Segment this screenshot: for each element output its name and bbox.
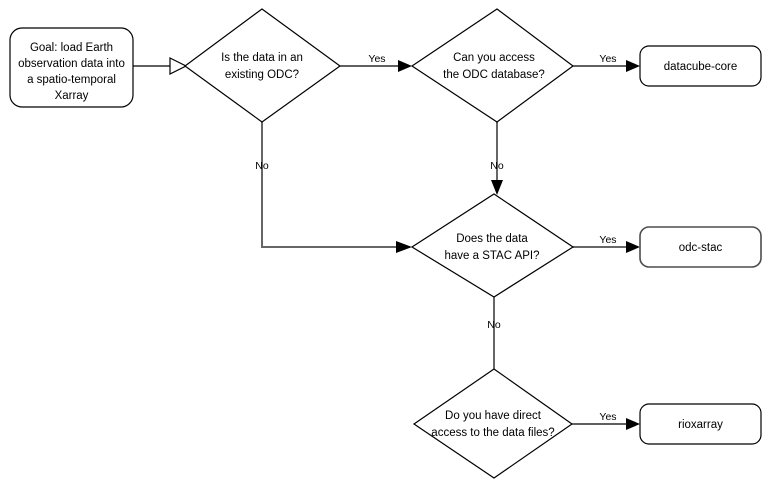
edge-db-yes-to-datacube-core: Yes xyxy=(573,53,640,72)
node-decision-odc-line-1: Is the data in an xyxy=(221,52,303,64)
node-goal-line-4: Xarray xyxy=(55,90,89,102)
node-decision-files-line-2: access to the data files? xyxy=(431,427,554,439)
node-goal[interactable]: Goal: load Earth observation data into a… xyxy=(9,27,134,108)
edge-label-yes-odc: Yes xyxy=(368,53,385,65)
node-goal-line-2: observation data into xyxy=(18,58,125,70)
node-decision-stac-line-1: Does the data xyxy=(456,233,528,245)
edge-odc-no-to-decision-stac: No xyxy=(255,122,412,253)
edge-label-yes-files: Yes xyxy=(599,411,616,423)
node-goal-line-3: a spatio-temporal xyxy=(27,74,116,86)
node-result-rioxarray[interactable]: rioxarray xyxy=(639,403,762,445)
node-result-datacube-core[interactable]: datacube-core xyxy=(639,45,762,87)
node-goal-line-1: Goal: load Earth xyxy=(30,42,113,54)
edge-db-no-to-decision-stac: No xyxy=(490,122,504,195)
node-decision-files-line-1: Do you have direct xyxy=(445,410,542,422)
edge-stac-no-to-decision-files: No xyxy=(487,297,501,369)
node-decision-odc-line-2: existing ODC? xyxy=(225,69,299,81)
node-decision-direct-file-access[interactable]: Do you have direct access to the data fi… xyxy=(412,368,574,479)
edge-stac-yes-to-odc-stac: Yes xyxy=(573,234,640,253)
edge-label-no-db: No xyxy=(490,160,504,172)
edge-label-yes-db: Yes xyxy=(599,53,616,65)
node-result-datacube-core-label: datacube-core xyxy=(664,61,738,73)
node-decision-existing-odc[interactable]: Is the data in an existing ODC? xyxy=(183,8,342,123)
edge-label-no-odc: No xyxy=(255,160,269,172)
node-decision-db-line-2: the ODC database? xyxy=(443,69,545,81)
node-result-odc-stac-label: odc-stac xyxy=(679,242,723,254)
edge-odc-yes-to-decision-db: Yes xyxy=(340,53,412,72)
edge-label-no-stac: No xyxy=(487,319,501,331)
node-decision-stac-api[interactable]: Does the data have a STAC API? xyxy=(410,193,575,298)
edge-goal-to-decision-odc xyxy=(133,57,188,75)
node-result-odc-stac[interactable]: odc-stac xyxy=(639,226,762,268)
edge-label-yes-stac: Yes xyxy=(599,234,616,246)
node-decision-odc-database[interactable]: Can you access the ODC database? xyxy=(410,8,575,123)
node-decision-db-line-1: Can you access xyxy=(453,52,535,64)
node-decision-stac-line-2: have a STAC API? xyxy=(444,250,539,262)
node-result-rioxarray-label: rioxarray xyxy=(678,419,723,431)
edge-files-yes-to-rioxarray: Yes xyxy=(572,411,640,430)
